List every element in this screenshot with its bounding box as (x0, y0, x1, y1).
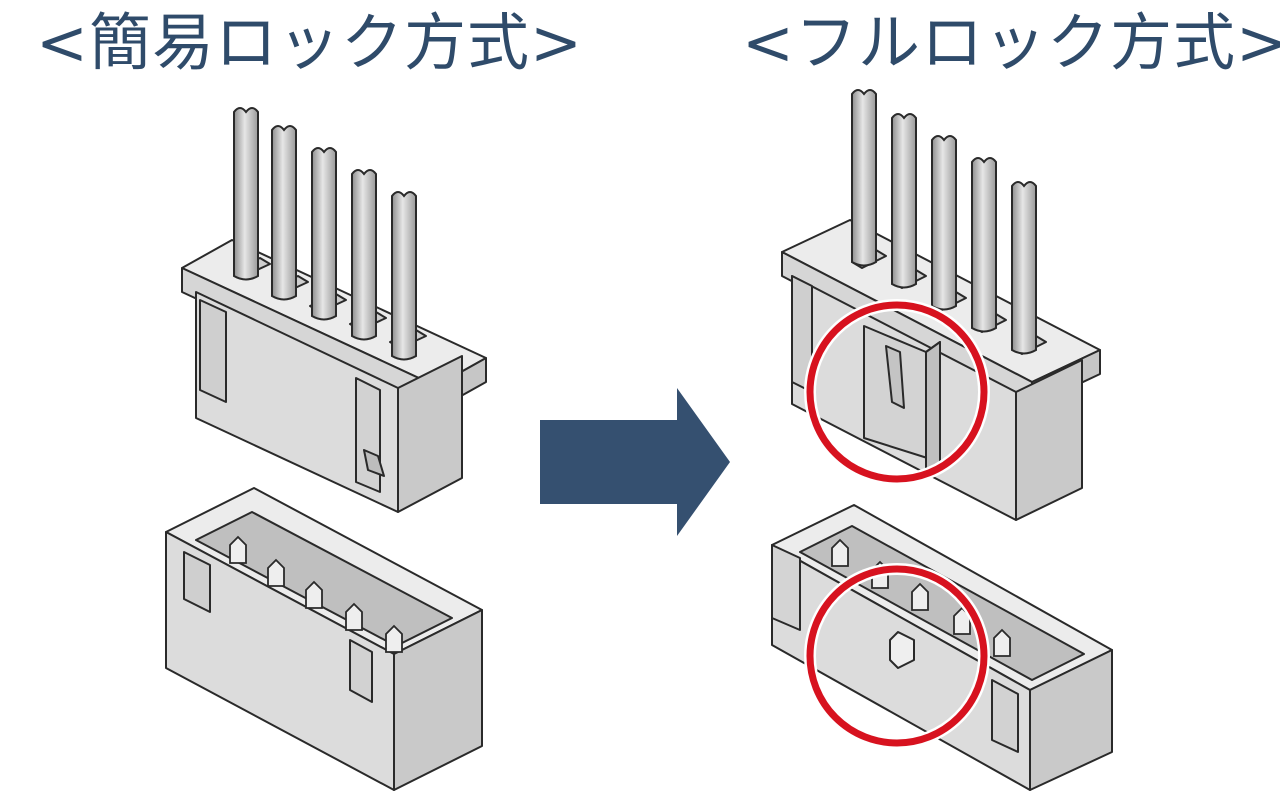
heading-simple-lock: <簡易ロック方式> (36, 6, 583, 79)
simple-lock-header-socket (165, 487, 483, 791)
red-circle-highlight-icon (806, 565, 988, 747)
full-lock-header-socket (771, 504, 1113, 791)
arrow-right-icon (540, 388, 730, 536)
simple-lock-plug-pins (233, 107, 417, 361)
simple-lock-header-pins (229, 535, 403, 653)
red-circle-highlight-icon (806, 301, 988, 483)
full-lock-header-pins (831, 538, 1011, 657)
heading-full-lock: <フルロック方式> (742, 6, 1280, 79)
full-lock-plug-pins (851, 89, 1037, 355)
